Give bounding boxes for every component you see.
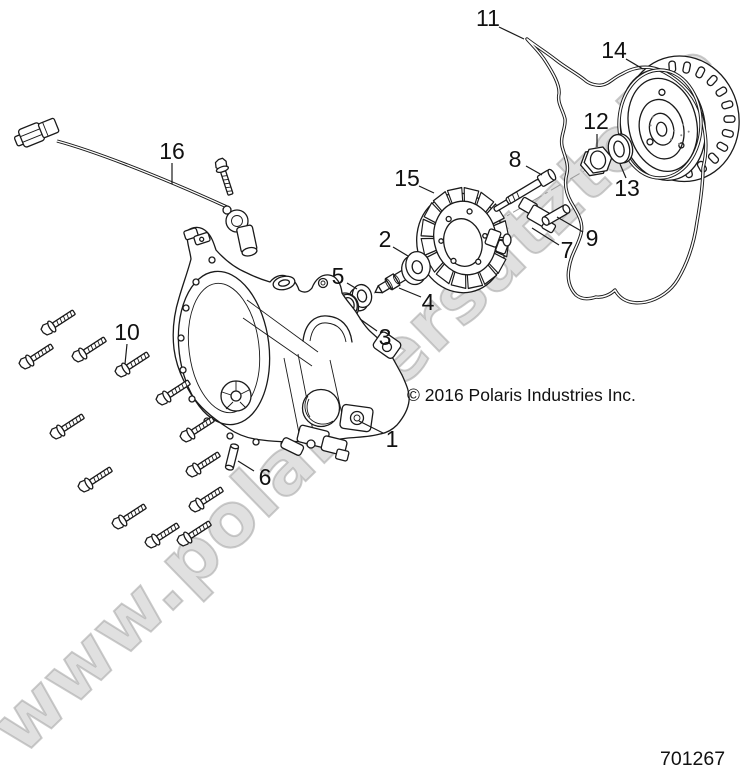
- callout-5: 5: [331, 262, 345, 289]
- leader-line-13: [619, 163, 627, 179]
- callout-11: 11: [476, 4, 500, 31]
- callout-9: 9: [585, 224, 599, 251]
- leader-line-8: [525, 165, 543, 176]
- spacer-washer: [401, 250, 431, 286]
- leader-line-10: [124, 343, 128, 365]
- crankcase-cover: [172, 226, 410, 462]
- flywheel-shading-dots: [649, 115, 690, 145]
- leader-line-9: [556, 216, 584, 233]
- callout-15: 15: [394, 164, 420, 191]
- callout-6: 6: [258, 463, 272, 490]
- callout-1: 1: [385, 425, 399, 452]
- leader-line-14: [625, 58, 644, 70]
- leader-line-1: [358, 420, 384, 434]
- drawing-number: 701267: [660, 748, 726, 770]
- callout-13: 13: [614, 174, 640, 201]
- callout-16: 16: [159, 137, 185, 164]
- leader-line-4: [398, 287, 422, 298]
- callout-8: 8: [508, 145, 522, 172]
- leader-line-6: [237, 460, 255, 472]
- stator: [416, 186, 510, 294]
- cover-gasket: [525, 37, 708, 305]
- leader-line-15: [418, 185, 435, 194]
- callout-2: 2: [378, 225, 392, 252]
- callout-14: 14: [601, 36, 627, 63]
- cover-opening: [301, 388, 341, 428]
- washer: [607, 133, 634, 165]
- lower-mount-bracket: [280, 403, 374, 462]
- trigger-wheel: [220, 380, 252, 412]
- sensor-bolt: [212, 156, 238, 198]
- sensor-head: [222, 205, 258, 257]
- stator-wire-clamp-assembly: [484, 168, 571, 255]
- leader-lines: [124, 26, 644, 472]
- dowel-pin: [224, 443, 240, 471]
- leader-line-11: [498, 26, 525, 40]
- callout-7: 7: [560, 236, 574, 263]
- crank-position-sensor: [13, 117, 258, 257]
- copyright-text: © 2016 Polaris Industries Inc.: [407, 385, 636, 405]
- callout-10: 10: [114, 318, 140, 345]
- leader-line-3: [359, 318, 378, 332]
- callout-3: 3: [378, 323, 392, 350]
- leader-line-7: [531, 227, 560, 246]
- screw-9: [541, 204, 571, 226]
- sensor-connector: [13, 117, 60, 148]
- callout-12: 12: [583, 107, 609, 134]
- nut: [579, 146, 613, 177]
- leader-line-2: [392, 246, 409, 257]
- callout-4: 4: [421, 288, 435, 315]
- leader-line-5: [346, 282, 358, 290]
